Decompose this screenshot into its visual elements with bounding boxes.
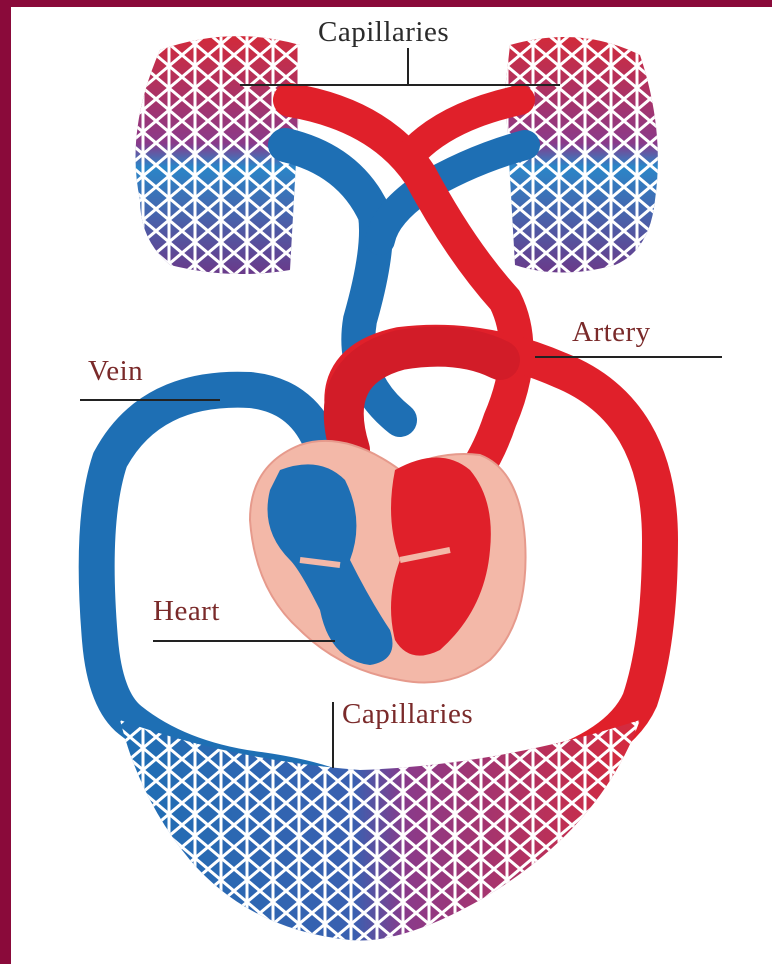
label-capillaries-top: Capillaries — [318, 18, 449, 47]
body-capillaries — [120, 720, 640, 941]
label-artery: Artery — [572, 318, 651, 347]
label-capillaries-bottom: Capillaries — [342, 700, 473, 729]
label-heart: Heart — [153, 597, 220, 626]
heart — [250, 441, 526, 683]
label-vein: Vein — [88, 357, 143, 386]
